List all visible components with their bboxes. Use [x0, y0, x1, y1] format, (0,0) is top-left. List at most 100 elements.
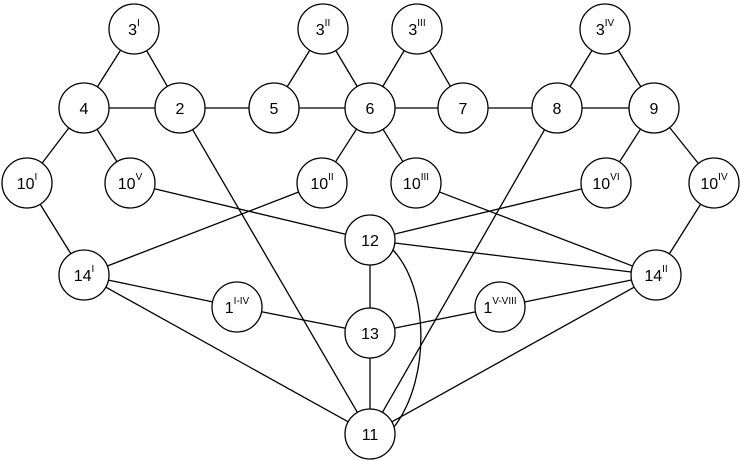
node-circle [1, 157, 53, 209]
node-label: 3III [408, 18, 425, 39]
edge-4-10I [41, 127, 70, 164]
edge-6-10II [334, 128, 358, 163]
edge-14I-11 [105, 286, 349, 423]
node-circle [104, 157, 156, 209]
node-label: 10III [403, 172, 429, 193]
node-superscript: IV [605, 18, 615, 29]
node-circle [531, 82, 583, 134]
node-label: 14II [644, 264, 667, 285]
node-8: 8 [531, 82, 583, 134]
node-10II: 10II [296, 157, 348, 209]
node-10V: 10V [104, 157, 156, 209]
node-circle [344, 214, 396, 266]
node-superscript: V-VIII [492, 296, 516, 307]
node-label: 8 [553, 101, 562, 118]
node-superscript: V [136, 172, 143, 183]
node-label: 10V [118, 172, 143, 193]
edge-layer [39, 49, 702, 428]
node-6: 6 [344, 82, 396, 134]
node-circle [211, 281, 263, 333]
node-label: 12 [361, 233, 379, 250]
edge-3I-2 [146, 50, 168, 87]
edge-10III-14II [439, 191, 633, 267]
node-label: 9 [650, 101, 659, 118]
node-superscript: I-IV [234, 296, 250, 307]
node-3IV: 3IV [579, 3, 631, 55]
node-label: 3I [128, 18, 140, 39]
node-label: 3IV [596, 18, 615, 39]
edge-12-14II [394, 242, 632, 273]
node-circle [58, 82, 110, 134]
node-circle [344, 82, 396, 134]
edge-14II-11 [391, 286, 635, 423]
node-circle [579, 3, 631, 55]
edge-3I-4 [96, 49, 122, 88]
node-1I-IV: 1I-IV [211, 281, 263, 333]
node-circle [391, 3, 443, 55]
node-7: 7 [437, 82, 489, 134]
edge-3III-7 [429, 50, 451, 87]
node-superscript: I [92, 264, 95, 275]
node-circle [296, 157, 348, 209]
node-10IV: 10IV [688, 157, 740, 209]
node-superscript: III [421, 172, 429, 183]
edge-10I-14I [39, 203, 72, 255]
node-label: 11 [362, 427, 379, 444]
edge-14I-1I-IV [108, 279, 213, 303]
node-superscript: I [35, 172, 38, 183]
node-9: 9 [628, 82, 680, 134]
edge-2-11 [192, 129, 358, 413]
node-label: 3II [316, 18, 330, 39]
node-2: 2 [154, 82, 206, 134]
edge-6-10III [382, 128, 404, 163]
node-label: 4 [80, 101, 89, 118]
node-label: 10II [310, 172, 333, 193]
node-13: 13 [344, 307, 396, 359]
edge-8-11 [381, 129, 546, 413]
edge-9-10VI [618, 128, 642, 163]
node-10III: 10III [390, 157, 442, 209]
edge-3III-6 [382, 50, 405, 87]
node-10VI: 10VI [580, 157, 632, 209]
edge-3IV-8 [569, 50, 593, 87]
node-superscript: VI [610, 172, 619, 183]
edge-4-10V [96, 128, 118, 163]
node-label: 10IV [700, 172, 728, 193]
node-label: 6 [366, 101, 375, 118]
node-circle [154, 82, 206, 134]
node-label: 1V-VIII [483, 296, 516, 317]
edge-3II-6 [335, 50, 358, 87]
node-5: 5 [248, 82, 300, 134]
node-circle [297, 3, 349, 55]
node-label: 13 [361, 326, 379, 343]
node-label: 5 [270, 101, 279, 118]
node-circle [390, 157, 442, 209]
edge-3II-5 [286, 49, 311, 88]
node-layer: 3I 3II 3III 3IV 4 2 5 6 7 8 9 10I 10V 10II 10III 10VI 10… [1, 3, 740, 460]
node-1V-VIII: 1V-VIII [474, 281, 526, 333]
node-superscript: I [137, 18, 140, 29]
node-superscript: II [325, 18, 331, 29]
edge-9-10IV [669, 127, 699, 164]
node-circle [248, 82, 300, 134]
node-12: 12 [344, 214, 396, 266]
node-circle [344, 408, 396, 460]
node-circle [630, 249, 682, 301]
node-4: 4 [58, 82, 110, 134]
node-10I: 10I [1, 157, 53, 209]
node-label: 14I [74, 264, 95, 285]
node-circle [108, 3, 160, 55]
node-superscript: III [417, 18, 425, 29]
node-3II: 3II [297, 3, 349, 55]
node-circle [344, 307, 396, 359]
edge-3IV-9 [617, 49, 642, 88]
node-circle [437, 82, 489, 134]
node-superscript: II [662, 264, 668, 275]
node-superscript: II [328, 172, 334, 183]
node-11: 11 [344, 408, 396, 460]
node-label: 10VI [592, 172, 619, 193]
node-3I: 3I [108, 3, 160, 55]
node-circle [580, 157, 632, 209]
node-label: 2 [176, 101, 185, 118]
